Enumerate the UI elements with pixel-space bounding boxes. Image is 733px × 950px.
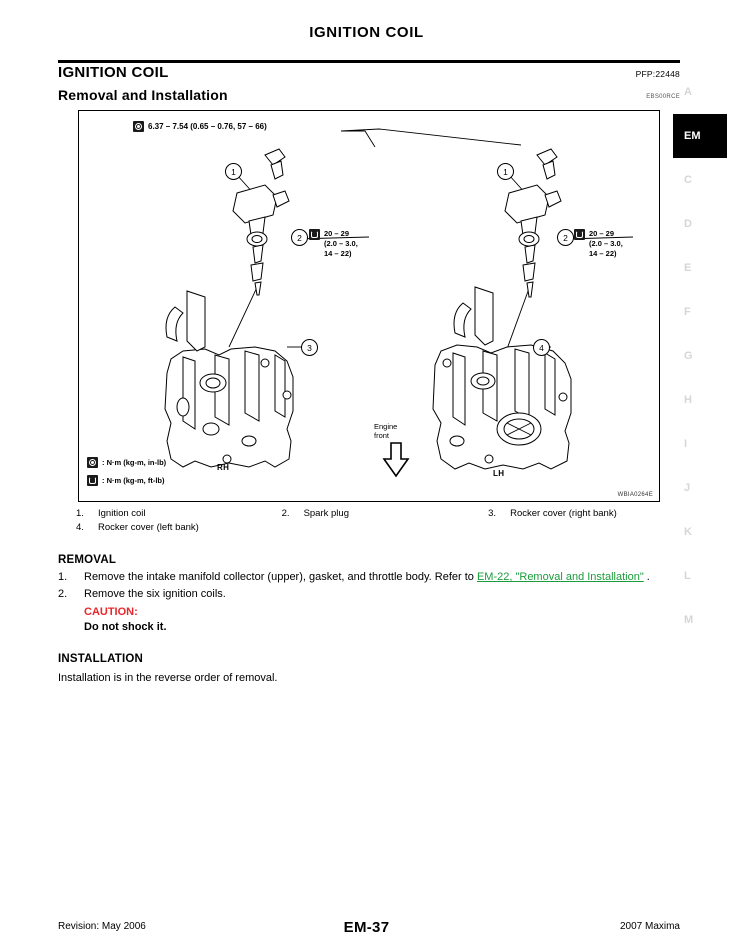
part-number: 3. bbox=[488, 508, 497, 519]
installation-text: Installation is in the reverse order of … bbox=[58, 672, 278, 684]
cross-reference-link[interactable]: EM-22, "Removal and Installation" bbox=[476, 571, 644, 583]
subsection-heading: Removal and Installation bbox=[58, 87, 228, 103]
part-label: Rocker cover (right bank) bbox=[510, 508, 617, 519]
tab-m[interactable]: M bbox=[684, 614, 694, 626]
removal-steps: 1. Remove the intake manifold collector … bbox=[58, 570, 674, 635]
parts-row: 4. Rocker cover (left bank) bbox=[76, 522, 682, 533]
part-number: 2. bbox=[281, 508, 290, 519]
step-number: 1. bbox=[58, 571, 68, 583]
section-index-tabs: A EM C D E F G H I J K L M bbox=[673, 70, 733, 642]
wrench-icon bbox=[574, 229, 585, 240]
step-text: Remove the six ignition coils. bbox=[84, 588, 226, 601]
legend-row-inlb: : N·m (kg-m, in-lb) bbox=[87, 457, 166, 468]
bank-label-lh: LH bbox=[493, 469, 505, 478]
legend-row-ftlb: : N·m (kg-m, ft-lb) bbox=[87, 475, 166, 486]
tab-l[interactable]: L bbox=[684, 570, 691, 582]
torque-spec-left-bank-value: 20 – 29 (2.0 – 3.0, 14 – 22) bbox=[589, 229, 623, 259]
socket-wrench-icon bbox=[87, 457, 98, 468]
part-label: Spark plug bbox=[303, 508, 349, 519]
caution-block: CAUTION: Do not shock it. bbox=[84, 605, 674, 635]
callout-2-left: 2 bbox=[557, 229, 574, 246]
footer-model: 2007 Maxima bbox=[619, 921, 680, 932]
tab-k[interactable]: K bbox=[684, 526, 692, 538]
part-label: Rocker cover (left bank) bbox=[98, 522, 199, 533]
legend-inlb-text: : N·m (kg-m, in-lb) bbox=[102, 458, 167, 467]
torque-spec-left-bank: 20 – 29 (2.0 – 3.0, 14 – 22) bbox=[574, 229, 623, 259]
tab-d[interactable]: D bbox=[684, 218, 692, 230]
tab-a[interactable]: A bbox=[684, 86, 692, 98]
callout-2-right: 2 bbox=[291, 229, 308, 246]
figure-id: WBIA0264E bbox=[617, 492, 653, 498]
footer-revision: Revision: May 2006 bbox=[58, 921, 146, 932]
tab-i[interactable]: I bbox=[684, 438, 688, 450]
parts-list: 1. Ignition coil 2. Spark plug 3. Rocker… bbox=[76, 508, 682, 536]
callout-1-right: 1 bbox=[225, 163, 242, 180]
legend-ftlb-text: : N·m (kg-m, ft-lb) bbox=[102, 476, 165, 485]
step-1-body: Remove the intake manifold collector (up… bbox=[84, 571, 477, 583]
callout-4: 4 bbox=[533, 339, 550, 356]
bank-label-rh: RH bbox=[217, 463, 230, 472]
section-divider bbox=[58, 60, 680, 63]
engine-front-label: Engine front bbox=[374, 422, 398, 440]
wrench-icon bbox=[87, 475, 98, 486]
wrench-icon bbox=[309, 229, 320, 240]
torque-spec-top-value: 6.37 – 7.54 (0.65 – 0.76, 57 – 66) bbox=[148, 122, 267, 131]
pfp-code: PFP:22448 bbox=[635, 69, 680, 79]
part-item-3: 3. Rocker cover (right bank) bbox=[488, 508, 682, 519]
torque-spec-top: 6.37 – 7.54 (0.65 – 0.76, 57 – 66) bbox=[133, 121, 267, 132]
torque-spec-right-bank-value: 20 – 29 (2.0 – 3.0, 14 – 22) bbox=[324, 229, 358, 259]
part-label: Ignition coil bbox=[98, 508, 146, 519]
installation-heading: INSTALLATION bbox=[58, 653, 144, 665]
exploded-view-figure: 6.37 – 7.54 (0.65 – 0.76, 57 – 66) bbox=[78, 110, 660, 502]
tab-g[interactable]: G bbox=[684, 350, 693, 362]
part-item-1: 1. Ignition coil bbox=[76, 508, 282, 519]
tab-f[interactable]: F bbox=[684, 306, 691, 318]
parts-row: 1. Ignition coil 2. Spark plug 3. Rocker… bbox=[76, 508, 682, 519]
caution-label: CAUTION: bbox=[84, 606, 138, 619]
caution-text: Do not shock it. bbox=[84, 621, 167, 634]
arrow-down-icon bbox=[382, 442, 410, 478]
part-item-4: 4. Rocker cover (left bank) bbox=[76, 522, 288, 533]
socket-wrench-icon bbox=[133, 121, 144, 132]
part-number: 1. bbox=[76, 508, 84, 519]
callout-1-left: 1 bbox=[497, 163, 514, 180]
removal-step-2: 2. Remove the six ignition coils. bbox=[58, 587, 674, 602]
torque-spec-right-bank: 20 – 29 (2.0 – 3.0, 14 – 22) bbox=[309, 229, 358, 259]
footer-page-number: EM-37 bbox=[343, 919, 390, 936]
removal-step-1: 1. Remove the intake manifold collector … bbox=[58, 570, 674, 585]
section-heading: IGNITION COIL bbox=[58, 64, 169, 81]
step-1-tail: . bbox=[643, 571, 650, 583]
tab-e[interactable]: E bbox=[684, 262, 692, 274]
removal-heading: REMOVAL bbox=[58, 554, 117, 566]
tab-j[interactable]: J bbox=[684, 482, 691, 494]
page-title: IGNITION COIL bbox=[309, 24, 424, 41]
step-text: Remove the intake manifold collector (up… bbox=[84, 570, 674, 585]
tab-h[interactable]: H bbox=[684, 394, 692, 406]
callout-3: 3 bbox=[301, 339, 318, 356]
step-number: 2. bbox=[58, 588, 68, 601]
figure-legend: : N·m (kg-m, in-lb) : N·m (kg-m, ft-lb) bbox=[87, 457, 166, 493]
tab-em[interactable]: EM bbox=[673, 114, 727, 158]
part-number: 4. bbox=[76, 522, 84, 533]
subsection-code: EBS00RCE bbox=[646, 94, 680, 100]
tab-c[interactable]: C bbox=[684, 174, 692, 186]
part-item-2: 2. Spark plug bbox=[282, 508, 489, 519]
engine-front-indicator: Engine front bbox=[369, 422, 423, 483]
